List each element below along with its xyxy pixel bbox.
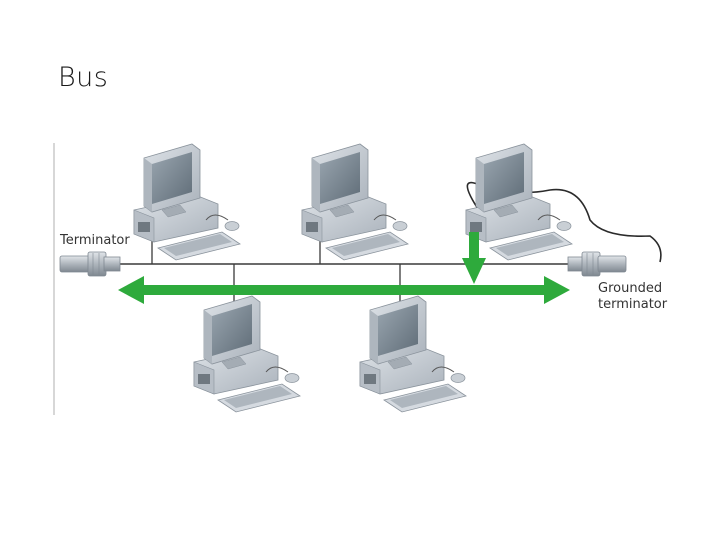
signal-bidirectional-arrow: [118, 276, 570, 304]
computer-4: [193, 295, 301, 413]
slide-title: Bus: [58, 62, 109, 93]
grounded-terminator-connector: [567, 251, 627, 277]
computer-3: [465, 143, 573, 261]
computer-1: [133, 143, 241, 261]
grounded-terminator-label-line2: terminator: [598, 297, 668, 312]
terminator-connector: [59, 251, 121, 277]
computer-5: [359, 295, 467, 413]
signal-down-arrow: [462, 232, 486, 284]
left-rule: [53, 143, 55, 415]
terminator-label: Terminator: [59, 233, 130, 248]
grounded-terminator-label-line1: Grounded: [598, 281, 662, 296]
computer-2: [301, 143, 409, 261]
